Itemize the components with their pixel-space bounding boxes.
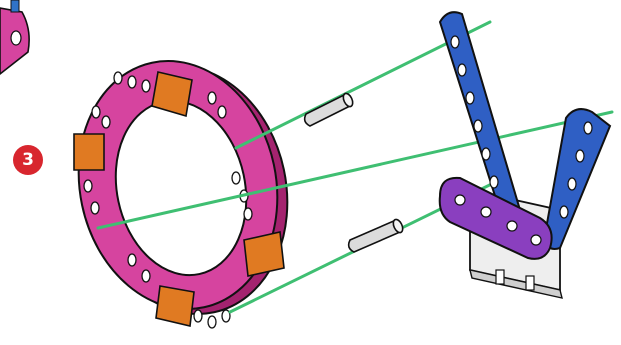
step-number-badge: 3: [13, 145, 43, 175]
previous-step-part: [0, 0, 29, 74]
spacer-tube: [305, 92, 405, 252]
